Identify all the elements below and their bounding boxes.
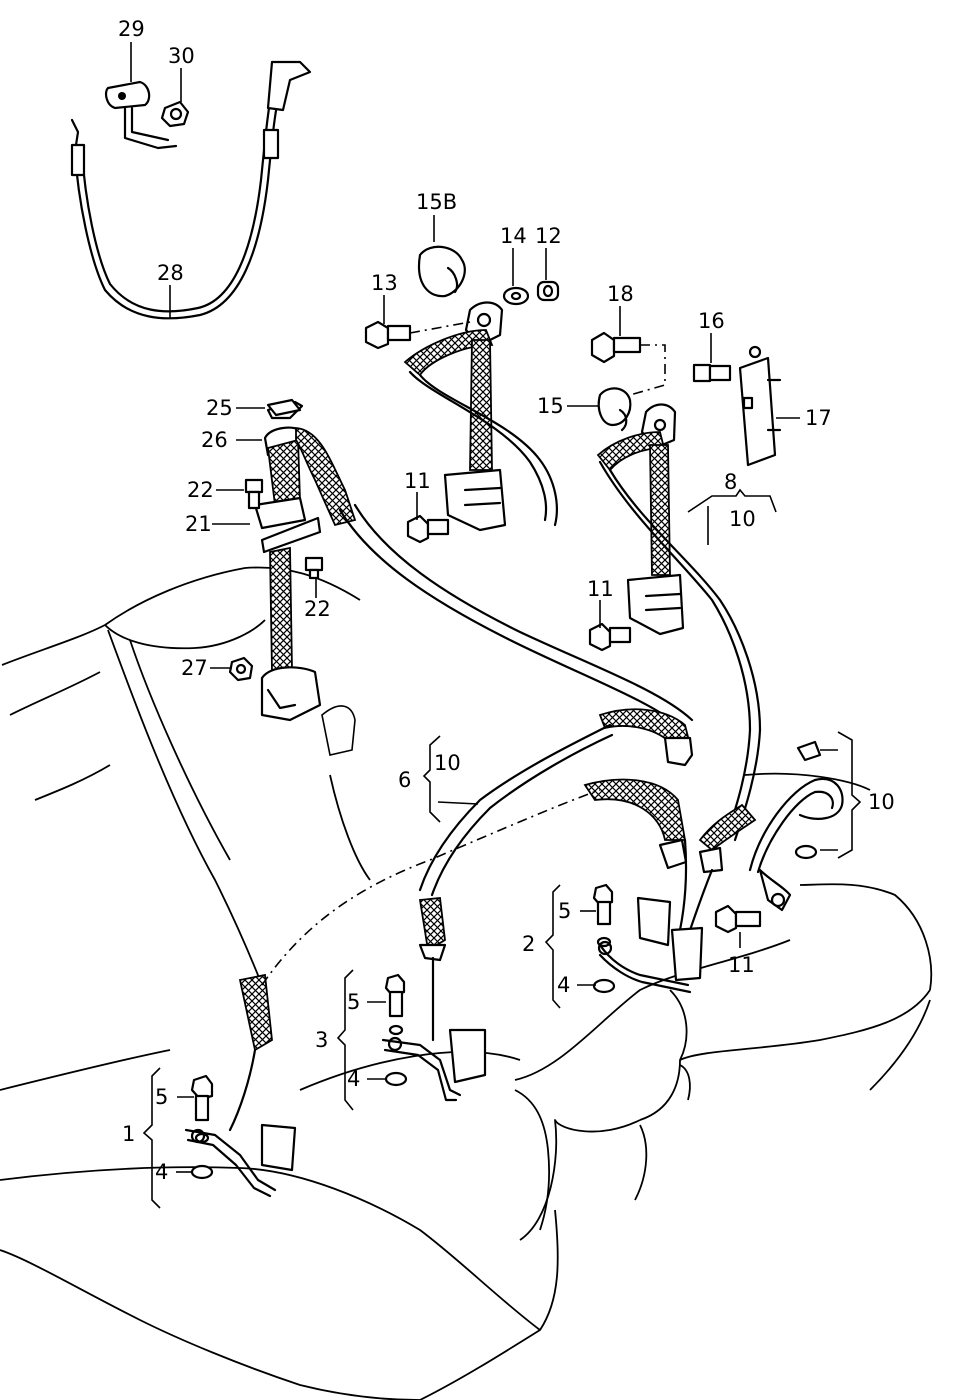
- callout-11-right-upper: 11: [587, 577, 614, 601]
- callout-10-middle: 10: [434, 751, 461, 775]
- bolt-13: [364, 320, 471, 350]
- callout-15b: 15B: [416, 190, 457, 214]
- callout-28: 28: [157, 261, 184, 285]
- callout-29: 29: [118, 17, 145, 41]
- callout-16: 16: [698, 309, 725, 333]
- bolt-16: [692, 363, 732, 383]
- leader-lines: [130, 42, 862, 1209]
- spacer-12: [536, 280, 560, 302]
- nut-27: [228, 656, 254, 682]
- callout-4-middle: 4: [347, 1067, 360, 1091]
- callout-15: 15: [537, 394, 564, 418]
- callout-3: 3: [315, 1028, 328, 1052]
- callout-12: 12: [535, 224, 562, 248]
- bolt-11-right-upper: [588, 622, 632, 652]
- bolt-5-middle: [384, 973, 408, 1087]
- callout-10-right-upper: 10: [729, 507, 756, 531]
- buckle-bracket-middle: [381, 1028, 487, 1102]
- bolt-11-right-lower: [714, 904, 762, 934]
- callout-18: 18: [607, 282, 634, 306]
- cable-clip: [104, 80, 178, 150]
- callout-22-top: 22: [187, 478, 214, 502]
- cover-15: [597, 387, 632, 432]
- callout-30: 30: [168, 44, 195, 68]
- callout-25: 25: [206, 396, 233, 420]
- callout-22-bottom: 22: [304, 597, 331, 621]
- buckle-bracket-left: [184, 789, 601, 1198]
- callout-labels: 29 30 28 15B 14 12 13 18 16 17 15 25 26 …: [118, 17, 895, 1184]
- callout-5-right: 5: [558, 899, 571, 923]
- callout-5-left: 5: [155, 1085, 168, 1109]
- callout-1: 1: [122, 1122, 135, 1146]
- callout-17: 17: [805, 406, 832, 430]
- bolt-18: [590, 331, 666, 396]
- guide-25: [266, 398, 302, 417]
- center-lap-belt: [418, 708, 757, 1042]
- callout-27: 27: [181, 656, 208, 680]
- callout-2: 2: [522, 932, 535, 956]
- bracket-17: [738, 345, 782, 467]
- hex-nut: [160, 100, 190, 128]
- callout-21: 21: [185, 512, 212, 536]
- callout-26: 26: [201, 428, 228, 452]
- center-upper-retractor: [403, 301, 558, 532]
- bolt-11-upper: [406, 514, 450, 544]
- callout-4-left: 4: [155, 1160, 168, 1184]
- callout-4-right: 4: [557, 973, 570, 997]
- buckle-bracket-right: [597, 896, 704, 994]
- right-upper-retractor: [596, 403, 762, 842]
- callout-14: 14: [500, 224, 527, 248]
- callout-5-middle: 5: [347, 990, 360, 1014]
- callout-10-right: 10: [868, 790, 895, 814]
- release-cable: [70, 60, 312, 320]
- bolt-5-right: [592, 883, 616, 994]
- callout-6: 6: [398, 768, 411, 792]
- washer-14: [502, 286, 530, 306]
- bolt-5-left: [190, 1074, 214, 1180]
- right-lap-belt-anchor: [748, 740, 844, 912]
- rear-seat-outline: [0, 566, 933, 1400]
- screw-22-bottom: [304, 556, 324, 580]
- callout-11-right-lower: 11: [728, 953, 755, 977]
- callout-13: 13: [371, 271, 398, 295]
- callout-11-upper: 11: [404, 469, 431, 493]
- screw-22-top: [244, 478, 264, 510]
- callout-8: 8: [724, 470, 737, 494]
- shoulder-cover-15b: [417, 245, 466, 298]
